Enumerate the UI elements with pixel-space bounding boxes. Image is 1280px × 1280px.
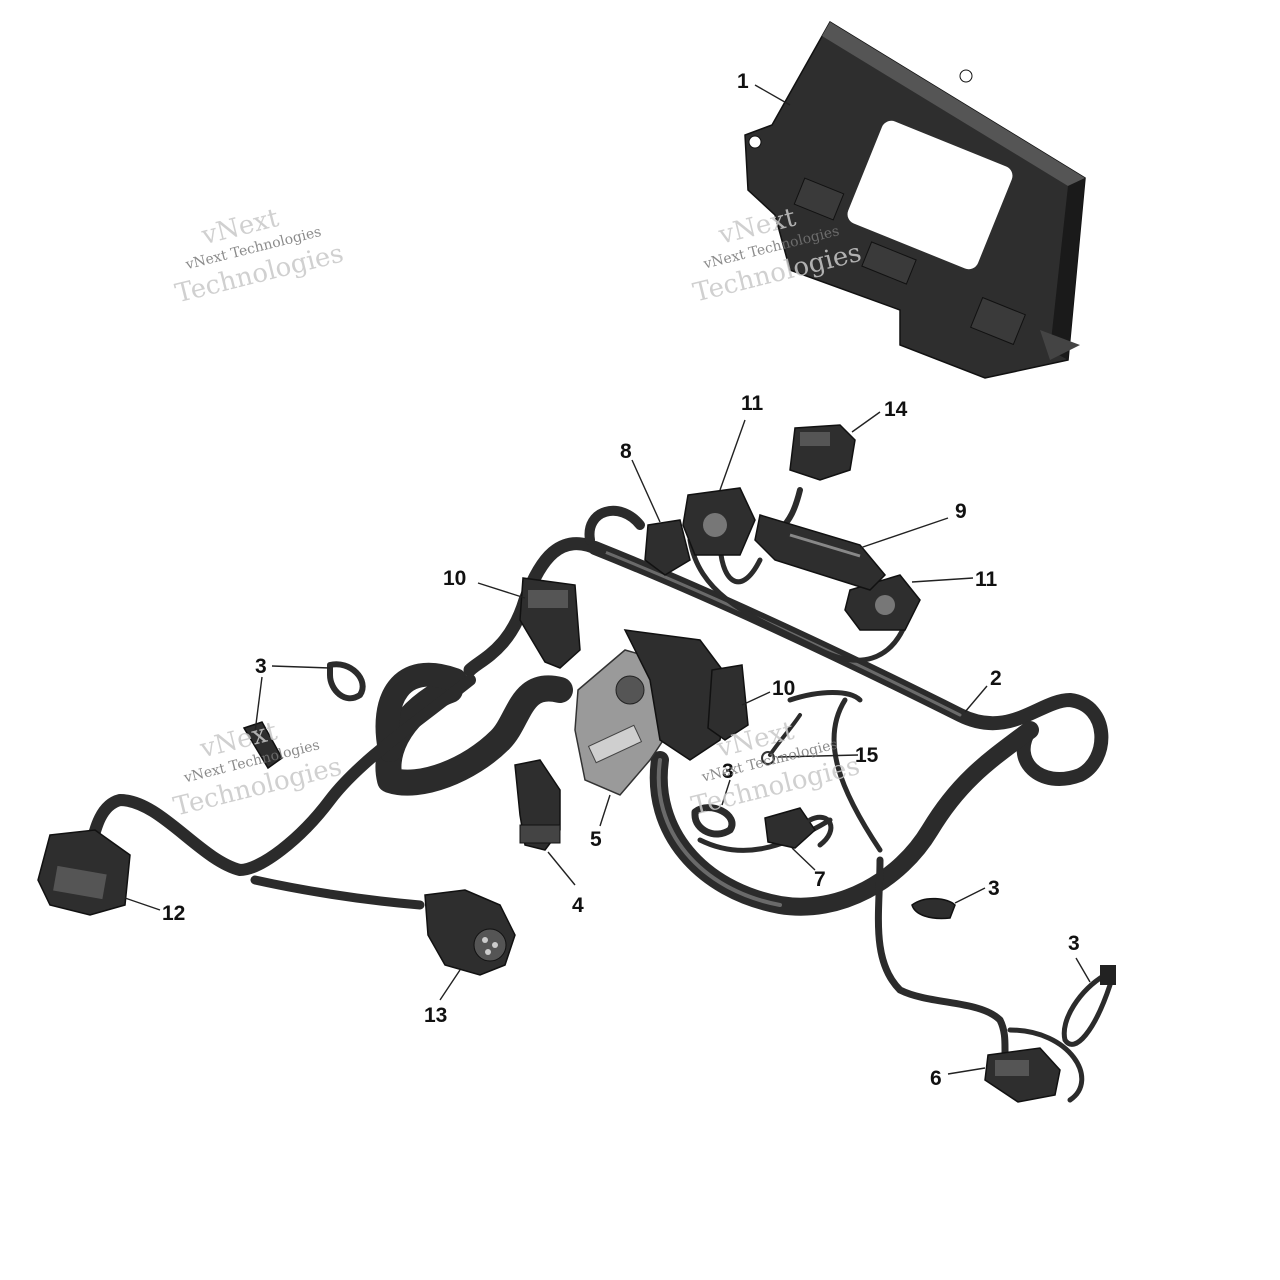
cable-tie-3d <box>911 897 956 920</box>
junction-5 <box>574 629 731 796</box>
callout-11: 11 <box>741 392 764 415</box>
callout-3: 3 <box>988 877 1000 900</box>
callout-2: 2 <box>990 667 1002 690</box>
callout-3: 3 <box>255 655 267 678</box>
cable-tie-3e <box>1061 965 1116 1047</box>
ecu-module <box>744 20 1086 379</box>
ring-terminal-15 <box>761 713 802 765</box>
connector-10-upper <box>519 577 581 669</box>
fuse-holder-9 <box>754 514 887 591</box>
watermark-left-top: vNext vNext Technologies Technologies <box>172 203 346 309</box>
callout-11: 11 <box>975 568 998 591</box>
callout-3: 3 <box>1068 932 1080 955</box>
watermark-left-bottom: vNext vNext Technologies Technologies <box>171 716 345 822</box>
callout-7: 7 <box>814 868 826 891</box>
callout-12: 12 <box>162 902 185 925</box>
callout-3: 3 <box>722 760 734 783</box>
callout-10: 10 <box>772 677 795 700</box>
clip-7 <box>764 807 834 849</box>
callout-15: 15 <box>855 744 879 767</box>
callout-10: 10 <box>443 567 466 590</box>
connector-13 <box>424 889 516 976</box>
cable-tie-3a <box>327 661 366 702</box>
callout-6: 6 <box>930 1067 942 1090</box>
callout-8: 8 <box>620 440 632 463</box>
cable-tie-3c <box>691 804 736 838</box>
leader-lines <box>124 84 1091 1075</box>
callout-labels: 1 2 3 3 3 3 3 4 5 6 7 8 9 10 10 11 11 12… <box>162 70 1080 1090</box>
callout-5: 5 <box>590 828 602 851</box>
callout-1: 1 <box>737 70 749 93</box>
callout-4: 4 <box>572 894 584 917</box>
connector-10-lower <box>707 664 749 741</box>
harness-cables <box>84 487 1109 1103</box>
connector-12 <box>37 829 131 916</box>
connector-8 <box>644 519 691 576</box>
connector-6 <box>984 1047 1061 1103</box>
connector-11-upper <box>682 487 756 556</box>
callout-9: 9 <box>955 500 967 523</box>
connector-14 <box>789 424 856 481</box>
tie-mount-4 <box>514 759 561 851</box>
callout-14: 14 <box>884 398 908 421</box>
callout-13: 13 <box>424 1004 447 1027</box>
